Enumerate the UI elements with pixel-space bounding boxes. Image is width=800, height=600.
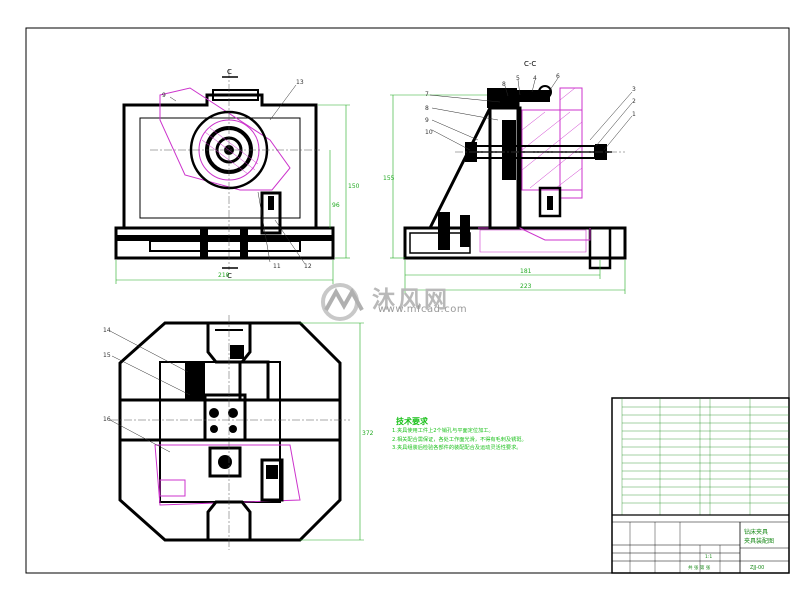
front-dimensions bbox=[115, 104, 350, 284]
section-label: C-C bbox=[524, 60, 536, 68]
title-block bbox=[611, 397, 790, 574]
svg-text:7: 7 bbox=[425, 91, 429, 98]
side-view bbox=[403, 85, 627, 270]
sheet-count: 共 张 第 张 bbox=[688, 564, 711, 571]
mf-logo-icon bbox=[321, 283, 364, 321]
side-leaders bbox=[429, 77, 633, 151]
drawing-title-1: 钻床夹具 bbox=[744, 528, 768, 536]
svg-text:8: 8 bbox=[425, 105, 429, 112]
svg-text:10: 10 bbox=[425, 129, 433, 136]
svg-text:16: 16 bbox=[103, 416, 111, 423]
side-dimensions bbox=[390, 94, 626, 294]
svg-text:14: 14 bbox=[103, 327, 111, 334]
svg-text:4: 4 bbox=[533, 75, 537, 82]
label-front-13: 13 bbox=[296, 79, 304, 86]
dim-front-width: 210 bbox=[218, 272, 230, 279]
svg-text:1: 1 bbox=[632, 111, 636, 118]
label-front-12: 12 bbox=[304, 263, 312, 270]
tech-requirement-3: 3.夹具组装后检验各部件的装配配合及运动灵活性要求。 bbox=[392, 445, 522, 451]
svg-text:3: 3 bbox=[632, 86, 636, 93]
dim-front-height-inner: 96 bbox=[332, 202, 340, 209]
label-front-11: 11 bbox=[273, 263, 281, 270]
sheet-outer-border bbox=[25, 27, 790, 574]
svg-text:15: 15 bbox=[103, 352, 111, 359]
dim-side-height: 155 bbox=[383, 175, 395, 182]
dim-side-width-1: 181 bbox=[520, 268, 532, 275]
svg-text:6: 6 bbox=[556, 73, 560, 80]
section-mark-top: C bbox=[227, 68, 232, 76]
top-dimensions bbox=[300, 322, 364, 541]
drawing-scale: 1:1 bbox=[705, 554, 712, 560]
drawing-title-2: 夹具装配图 bbox=[744, 537, 774, 545]
dim-top-height: 372 bbox=[362, 430, 374, 437]
top-labels: 14 15 16 bbox=[103, 327, 111, 423]
watermark-site: www.mfcad.com bbox=[378, 304, 468, 315]
tech-requirements: 技术要求 1.夹具使用工件上2个销孔与平面定位加工。 2.相关配合需保证，各处工… bbox=[392, 416, 527, 453]
front-view bbox=[114, 70, 335, 270]
side-labels: 7 8 9 10 8 5 4 6 3 2 1 bbox=[425, 73, 636, 136]
dim-side-width-2: 223 bbox=[520, 283, 532, 290]
svg-text:2: 2 bbox=[632, 98, 636, 105]
svg-text:8: 8 bbox=[502, 81, 506, 88]
tech-requirements-title: 技术要求 bbox=[396, 417, 428, 426]
watermark-logo bbox=[318, 280, 488, 324]
svg-text:9: 9 bbox=[425, 117, 429, 124]
tech-requirement-1: 1.夹具使用工件上2个销孔与平面定位加工。 bbox=[392, 428, 494, 434]
dim-front-height: 150 bbox=[348, 183, 360, 190]
drawing-number: ZJJ-00 bbox=[750, 565, 764, 571]
front-leaders bbox=[169, 84, 306, 265]
svg-text:5: 5 bbox=[516, 75, 520, 82]
label-front-9: 9 bbox=[162, 92, 166, 99]
section-mark-bottom: C bbox=[227, 272, 232, 280]
tech-requirement-2: 2.相关配合需保证，各处工作面光滑，不得有毛刺及锈斑。 bbox=[392, 436, 527, 443]
top-leaders bbox=[109, 330, 191, 453]
top-view bbox=[110, 315, 350, 550]
watermark-brand: 沐风网 bbox=[372, 287, 450, 313]
